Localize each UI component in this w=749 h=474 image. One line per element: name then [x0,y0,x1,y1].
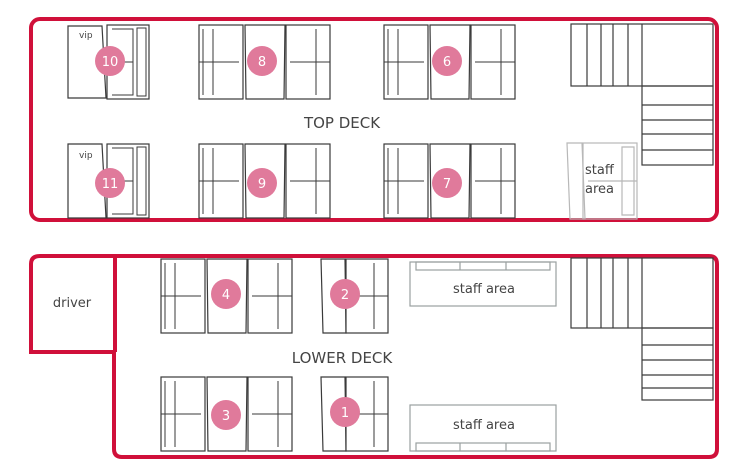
lower-deck-outline [29,254,719,459]
top-staircase [570,23,714,166]
seat-number-11: 11 [102,177,119,192]
seat-badge-3[interactable] [211,400,241,430]
seat-number-3: 3 [222,409,230,424]
seat-badge-8[interactable] [247,46,277,76]
staff-area-lower-label: staff area [453,418,515,433]
lower-deck-title: LOWER DECK [292,349,394,367]
vip-label-top: vip [79,31,93,41]
seat-number-10: 10 [102,55,119,70]
seat-badge-11[interactable] [95,168,125,198]
seat-number-1: 1 [341,406,349,421]
lower-staircase [570,257,714,401]
seat-badge-1[interactable] [330,397,360,427]
top-staff-area-line2: area [585,182,614,197]
vip-label-bottom: vip [79,151,93,161]
staff-sofa-upper [409,261,557,307]
vip-seat-11[interactable] [67,143,150,219]
seat-badge-4[interactable] [211,279,241,309]
top-staff-area-line1: staff [585,163,615,178]
top-staff-seat [566,142,638,220]
top-deck-title: TOP DECK [303,114,381,132]
seat-badge-2[interactable] [330,279,360,309]
seat-group-3[interactable] [160,376,293,452]
seat-number-9: 9 [258,177,266,192]
seat-group-9[interactable] [198,143,331,219]
top-deck-outline [29,17,719,222]
staff-sofa-lower [409,404,557,452]
driver-label: driver [53,296,92,311]
seat-badge-9[interactable] [247,168,277,198]
staff-area-upper-label: staff area [453,282,515,297]
seat-group-4[interactable] [160,258,293,334]
seat-number-4: 4 [222,288,230,303]
seat-number-6: 6 [443,55,451,70]
seat-badge-10[interactable] [95,46,125,76]
seat-number-2: 2 [341,288,349,303]
seat-badge-7[interactable] [432,168,462,198]
seat-number-7: 7 [443,177,451,192]
seat-number-8: 8 [258,55,266,70]
seat-badge-6[interactable] [432,46,462,76]
